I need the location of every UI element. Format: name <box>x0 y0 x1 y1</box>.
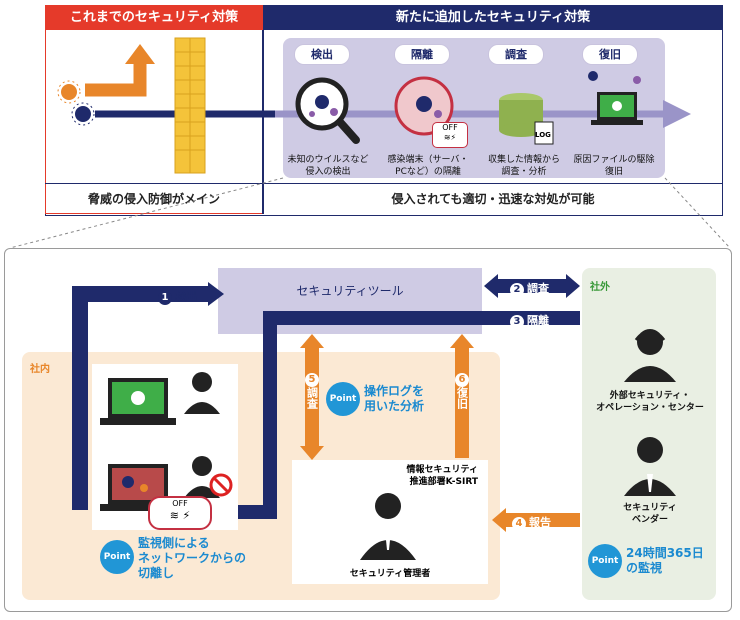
employee-female-icon <box>184 372 220 414</box>
prohibited-icon <box>209 473 233 497</box>
point-analysis-badge: Point <box>326 382 360 416</box>
ksirt-label: 情報セキュリティ推進部署K-SIRT <box>406 465 478 487</box>
bottom-off-badge: OFF≋ ⚡ <box>148 496 212 530</box>
clean-laptop-icon <box>100 378 176 425</box>
caption-recover: 原因ファイルの駆除復旧 <box>573 155 655 177</box>
step-isolate-pill: 隔離 <box>394 44 450 65</box>
vendor-label: セキュリティベンダー <box>623 503 677 525</box>
internal-label: 社内 <box>30 364 50 375</box>
wifi-icon: ≋⚡ <box>443 133 457 142</box>
quarantine-icon <box>394 76 454 136</box>
point-analysis-text: 操作ログを用いた分析 <box>364 384 425 413</box>
step-detect-pill: 検出 <box>294 44 350 65</box>
top-off-badge: OFF≋⚡ <box>432 122 468 148</box>
point-247-text: 24時間365日の監視 <box>626 546 704 575</box>
vendor-icon <box>624 437 676 496</box>
external-label: 社外 <box>590 282 610 293</box>
recovered-laptop-icon <box>588 71 643 125</box>
manager-icon <box>360 493 416 560</box>
point-monitor-badge: Point <box>100 540 134 574</box>
soc-label: 外部セキュリティ・オペレーション・センター <box>596 391 704 413</box>
caption-detect: 未知のウイルスなど侵入の検出 <box>287 155 369 177</box>
infected-laptop-icon <box>100 464 176 511</box>
point-247-badge: Point <box>588 544 622 578</box>
header-divider <box>45 183 723 184</box>
soc-operator-icon <box>624 329 676 382</box>
magnifier-icon <box>295 77 360 144</box>
section-divider <box>262 30 264 214</box>
security-tool-label: セキュリティツール <box>296 284 404 298</box>
off-label: OFF <box>442 123 458 132</box>
step-investigate-pill: 調査 <box>488 44 544 65</box>
database-icon <box>499 93 554 145</box>
manager-label: セキュリティ管理者 <box>349 569 431 579</box>
point-monitor-text: 監視側によるネットワークからの切離し <box>138 536 247 580</box>
old-measures-header: これまでのセキュリティ対策 <box>45 5 263 30</box>
bottom-off-label: OFF <box>172 499 188 508</box>
old-measures-caption: 脅威の侵入防御がメイン <box>87 192 220 206</box>
new-measures-header: 新たに追加したセキュリティ対策 <box>263 5 723 30</box>
new-measures-caption: 侵入されても適切・迅速な対処が可能 <box>391 192 595 206</box>
bottom-wifi-icon: ≋ ⚡ <box>169 509 191 522</box>
firewall-icon <box>174 37 206 174</box>
caption-isolate: 感染端末（サーバ・PCなど）の隔離 <box>387 155 469 177</box>
zoom-lines <box>9 177 731 249</box>
caption-investigate: 収集した情報から調査・分析 <box>487 155 560 177</box>
bottom-panel <box>4 248 732 612</box>
log-label: LOG <box>535 131 551 139</box>
ksirt-box <box>292 460 488 584</box>
step-recover-pill: 復旧 <box>582 44 638 65</box>
